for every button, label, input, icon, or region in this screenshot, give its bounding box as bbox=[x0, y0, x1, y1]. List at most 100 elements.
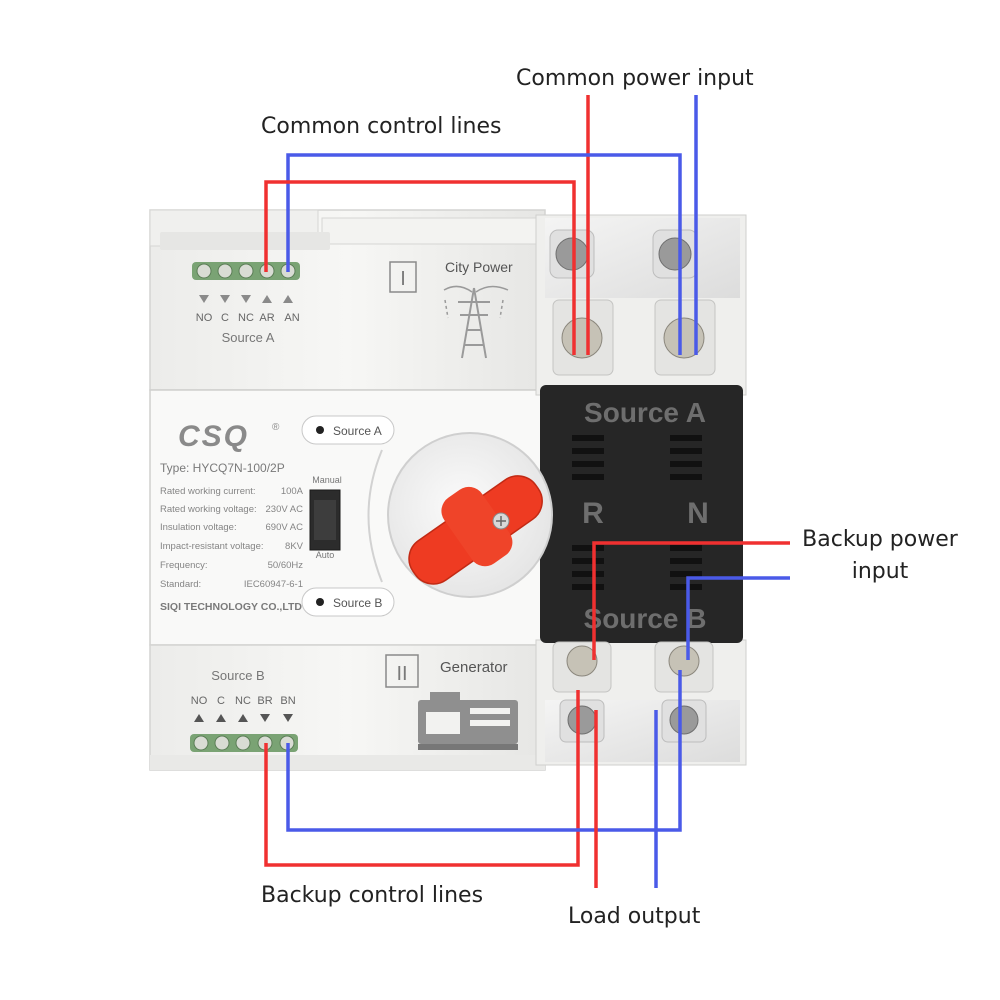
top-terminal-label-no: NO bbox=[196, 312, 213, 324]
wires bbox=[264, 95, 790, 888]
manufacturer: SIQI TECHNOLOGY CO.,LTD bbox=[160, 601, 302, 613]
spec-value: 8KV bbox=[285, 541, 304, 552]
backup-power-input-line2: input bbox=[851, 559, 909, 584]
rotary-knob[interactable] bbox=[390, 452, 559, 604]
arrow-down-icon bbox=[241, 295, 251, 303]
source-b-button-label: Source B bbox=[333, 596, 382, 610]
model-type: Type: HYCQ7N-100/2P bbox=[160, 461, 285, 475]
terminal-screw-icon bbox=[235, 735, 251, 751]
screw-icon bbox=[561, 317, 603, 359]
spec-value: 230V AC bbox=[266, 504, 304, 515]
bottom-roman-numeral: II bbox=[396, 663, 407, 685]
spec-value: 50/60Hz bbox=[268, 560, 304, 571]
arrow-up-icon bbox=[283, 295, 293, 303]
load-output-label: Load output bbox=[568, 904, 701, 929]
bottom-terminal-strip bbox=[190, 734, 298, 752]
common-control-blue-wire bbox=[286, 153, 682, 355]
top-module-label-strip bbox=[160, 232, 330, 250]
source-a-button-label: Source A bbox=[333, 424, 382, 438]
mode-switch-thumb bbox=[314, 500, 336, 540]
screw-icon bbox=[566, 645, 598, 677]
top-roman-box bbox=[389, 261, 417, 293]
bottom-source-label: Source B bbox=[211, 668, 264, 683]
top-terminal-label-c: C bbox=[221, 312, 229, 324]
bottom-terminal-label-nc: NC bbox=[235, 695, 251, 707]
common-control-red-wire bbox=[264, 180, 576, 355]
bottom-terminal-label-bn: BN bbox=[280, 695, 295, 707]
brand-logo: CSQ ® bbox=[178, 420, 280, 453]
screw-icon bbox=[567, 705, 597, 735]
spec-value: 100A bbox=[281, 486, 304, 497]
arrow-down-icon bbox=[199, 295, 209, 303]
spec-label: Impact-resistant voltage: bbox=[160, 541, 264, 552]
spec-value: IEC60947-6-1 bbox=[244, 579, 303, 590]
screw-icon bbox=[669, 705, 699, 735]
top-terminal-label-an: AN bbox=[284, 312, 299, 324]
bottom-roman-box bbox=[385, 654, 419, 688]
backup-control-lines-label: Backup control lines bbox=[261, 883, 484, 908]
spec-list: Rated working current: 100A Rated workin… bbox=[160, 486, 304, 590]
bottom-terminal-label-no: NO bbox=[191, 695, 208, 707]
terminal-screw-icon bbox=[214, 735, 230, 751]
bottom-module-base bbox=[150, 755, 545, 770]
common-power-input-label: Common power input bbox=[516, 66, 754, 91]
top-terminal-label-ar: AR bbox=[259, 312, 274, 324]
terminal-screws-bottom bbox=[552, 641, 714, 743]
top-terminal-label-nc: NC bbox=[238, 312, 254, 324]
screw-icon bbox=[668, 645, 700, 677]
top-module-cap-right bbox=[321, 217, 546, 245]
power-pylon-icon bbox=[443, 285, 509, 359]
screw-icon bbox=[555, 237, 589, 271]
indicator-led-icon bbox=[316, 598, 324, 606]
panel-source-a-label: Source A bbox=[584, 397, 706, 428]
panel-vents bbox=[572, 435, 702, 590]
spec-label: Rated working voltage: bbox=[160, 504, 257, 515]
spec-label: Frequency: bbox=[160, 560, 208, 571]
common-control-lines-label: Common control lines bbox=[261, 114, 502, 139]
generator-icon bbox=[418, 692, 518, 750]
terminal-screws-top bbox=[549, 229, 716, 376]
terminal-screw-icon bbox=[193, 735, 209, 751]
spec-value: 690V AC bbox=[266, 522, 304, 533]
bottom-terminal-label-c: C bbox=[217, 695, 225, 707]
arrow-up-icon bbox=[194, 714, 204, 722]
source-b-indicator[interactable]: Source B bbox=[301, 587, 395, 617]
arrow-down-icon bbox=[260, 714, 270, 722]
arrow-down-icon bbox=[283, 714, 293, 722]
bottom-terminal-label-br: BR bbox=[257, 695, 272, 707]
source-a-indicator[interactable]: Source A bbox=[301, 415, 395, 445]
panel-r-label: R bbox=[582, 497, 604, 530]
backup-power-input-line1: Backup power bbox=[802, 527, 958, 552]
terminal-screw-icon bbox=[196, 263, 212, 279]
switch-auto-label: Auto bbox=[316, 550, 335, 560]
backup-power-input-label: Backup power input bbox=[798, 524, 962, 588]
top-source-label: Source A bbox=[222, 330, 275, 345]
top-terminal-strip bbox=[192, 262, 300, 280]
arrow-up-icon bbox=[216, 714, 226, 722]
panel-source-b-label: Source B bbox=[584, 603, 707, 634]
bottom-terminal-arrows bbox=[194, 714, 293, 722]
backup-control-blue-wire bbox=[286, 670, 682, 832]
knob-guard-arc bbox=[367, 449, 383, 583]
panel-n-label: N bbox=[687, 497, 709, 530]
screw-icon bbox=[663, 317, 705, 359]
switch-manual-label: Manual bbox=[312, 475, 342, 485]
top-module-title: City Power bbox=[445, 259, 513, 275]
bottom-module-title: Generator bbox=[440, 659, 508, 676]
svg-text:CSQ: CSQ bbox=[178, 420, 249, 453]
spec-label: Rated working current: bbox=[160, 486, 256, 497]
terminal-screw-icon bbox=[238, 263, 254, 279]
screw-icon bbox=[658, 237, 692, 271]
spec-label: Insulation voltage: bbox=[160, 522, 237, 533]
arrow-up-icon bbox=[238, 714, 248, 722]
top-roman-numeral: I bbox=[400, 268, 406, 290]
backup-control-red-wire bbox=[264, 690, 580, 867]
svg-text:®: ® bbox=[272, 422, 280, 433]
arrow-up-icon bbox=[262, 295, 272, 303]
spec-label: Standard: bbox=[160, 579, 201, 590]
terminal-screw-icon bbox=[217, 263, 233, 279]
backup-power-neutral-wire bbox=[686, 576, 790, 660]
indicator-led-icon bbox=[316, 426, 324, 434]
backup-power-live-wire bbox=[592, 541, 790, 660]
